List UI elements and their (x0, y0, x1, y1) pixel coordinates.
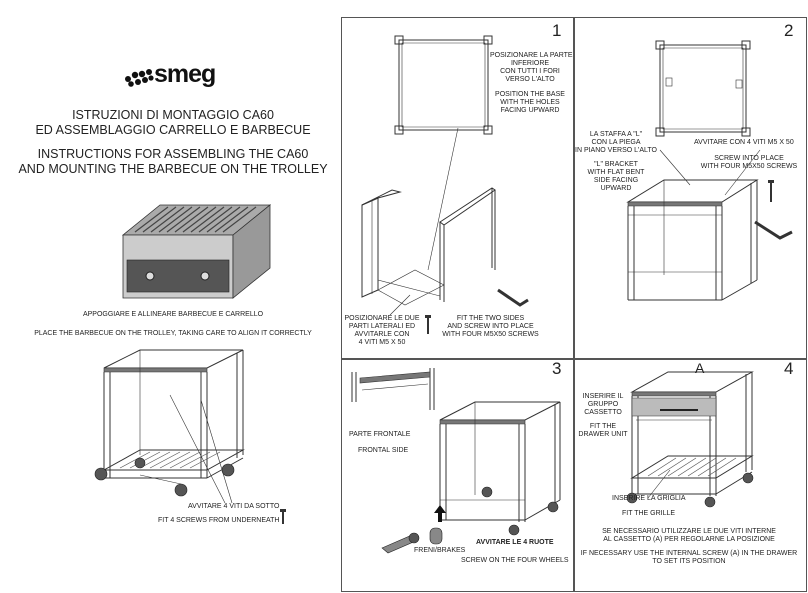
panel-step-1 (341, 17, 575, 360)
step2-screw-en-2: WITH FOUR M5X50 SCREWS (700, 163, 798, 170)
step2-bracket-en-2: WITH FLAT BENT (587, 169, 645, 176)
step1-sides-en-2: AND SCREW INTO PLACE (447, 323, 534, 330)
step4-note-it-1: SE NECESSARIO UTILIZZARE LE DUE VITI INT… (602, 528, 776, 535)
step-number-4: 4 (784, 359, 794, 378)
step4-note-en-2: TO SET ITS POSITION (652, 558, 726, 565)
barbecue-illustration (121, 204, 272, 299)
step3-brakes: FRENI/BRAKES (414, 547, 466, 554)
step1-sides-it-1: POSIZIONARE LE DUE (344, 315, 420, 322)
step1-sides-it-2: PARTI LATERALI ED (348, 323, 416, 330)
trolley-illustration (94, 349, 286, 524)
brand-logo: smeg (154, 60, 216, 88)
step-number-2: 2 (784, 21, 794, 40)
step2-bracket-en-1: "L" BRACKET (594, 161, 638, 168)
step4-note-it-2: AL CASSETTO (A) PER REGOLARNE LA POSIZIO… (603, 536, 775, 543)
step1-base-it-1: POSIZIONARE LA PARTE (490, 52, 573, 59)
brand-logo-dots (125, 69, 154, 87)
screws-instruction-it: AVVITARE 4 VITI DA SOTTO (188, 503, 280, 510)
step3-wheels-it: AVVITARE LE 4 RUOTE (476, 539, 554, 546)
step4-marker-a: A (695, 360, 705, 376)
step1-illustration (361, 35, 529, 334)
place-instruction-it: APPOGGIARE E ALLINEARE BARBECUE E CARREL… (82, 311, 264, 318)
step1-sides-en-1: FIT THE TWO SIDES (456, 315, 525, 322)
step4-drawer-en-2: DRAWER UNIT (578, 431, 628, 438)
step1-base-it-2: INFERIORE (510, 60, 550, 67)
step4-grille-it: INSERIRE LA GRIGLIA (612, 495, 686, 502)
step2-bracket-en-4: UPWARD (600, 185, 632, 192)
panel-step-2 (573, 17, 807, 360)
step3-illustration (351, 368, 561, 554)
step4-drawer-it-2: GRUPPO (587, 401, 619, 408)
step2-screw-en-1: SCREW INTO PLACE (714, 155, 784, 162)
step1-base-en-2: WITH THE HOLES (500, 99, 560, 106)
step3-front-it: PARTE FRONTALE (349, 431, 411, 438)
title-en-line1: INSTRUCTIONS FOR ASSEMBLING THE CA60 (37, 147, 309, 161)
step-number-1: 1 (552, 21, 562, 40)
step1-sides-it-4: 4 VITI M5 X 50 (358, 339, 406, 346)
step1-base-it-4: VERSO L'ALTO (505, 76, 555, 83)
screws-instruction-en: FIT 4 SCREWS FROM UNDERNEATH (158, 517, 280, 524)
step4-drawer-it-1: INSERIRE IL (582, 393, 624, 400)
step4-note-en-1: IF NECESSARY USE THE INTERNAL SCREW (A) … (580, 550, 798, 557)
step3-wheels-en: SCREW ON THE FOUR WHEELS (461, 557, 569, 564)
step4-illustration (626, 371, 754, 508)
step1-base-en-3: FACING UPWARD (500, 107, 560, 114)
step2-bracket-it-1: LA STAFFA A "L" (589, 131, 643, 138)
panel-step-3 (341, 358, 575, 592)
step3-front-en: FRONTAL SIDE (358, 447, 409, 454)
title-it-line1: ISTRUZIONI DI MONTAGGIO CA60 (72, 108, 274, 122)
panel-step-4 (573, 358, 807, 592)
title-it-line2: ED ASSEMBLAGGIO CARRELLO E BARBECUE (35, 123, 311, 137)
step2-illustration (626, 40, 793, 301)
step4-drawer-en-1: FIT THE (589, 423, 617, 430)
step1-base-en-1: POSITION THE BASE (495, 91, 565, 98)
step1-sides-it-3: AVVITARLE CON (354, 331, 410, 338)
step2-bracket-en-3: SIDE FACING (593, 177, 639, 184)
step-number-3: 3 (552, 359, 562, 378)
step2-bracket-it-3: IN PIANO VERSO L'ALTO (575, 147, 657, 154)
step1-sides-en-3: WITH FOUR M5X50 SCREWS (442, 331, 539, 338)
step4-drawer-it-3: CASSETTO (584, 409, 622, 416)
step4-grille-en: FIT THE GRILLE (622, 510, 676, 517)
place-instruction-en: PLACE THE BARBECUE ON THE TROLLEY, TAKIN… (34, 330, 312, 337)
step1-base-it-3: CON TUTTI I FORI (500, 68, 560, 75)
step2-bracket-it-2: CON LA PIEGA (591, 139, 641, 146)
step2-screw-it: AVVITARE CON 4 VITI M5 X 50 (694, 139, 794, 146)
title-en-line2: AND MOUNTING THE BARBECUE ON THE TROLLEY (18, 162, 328, 176)
